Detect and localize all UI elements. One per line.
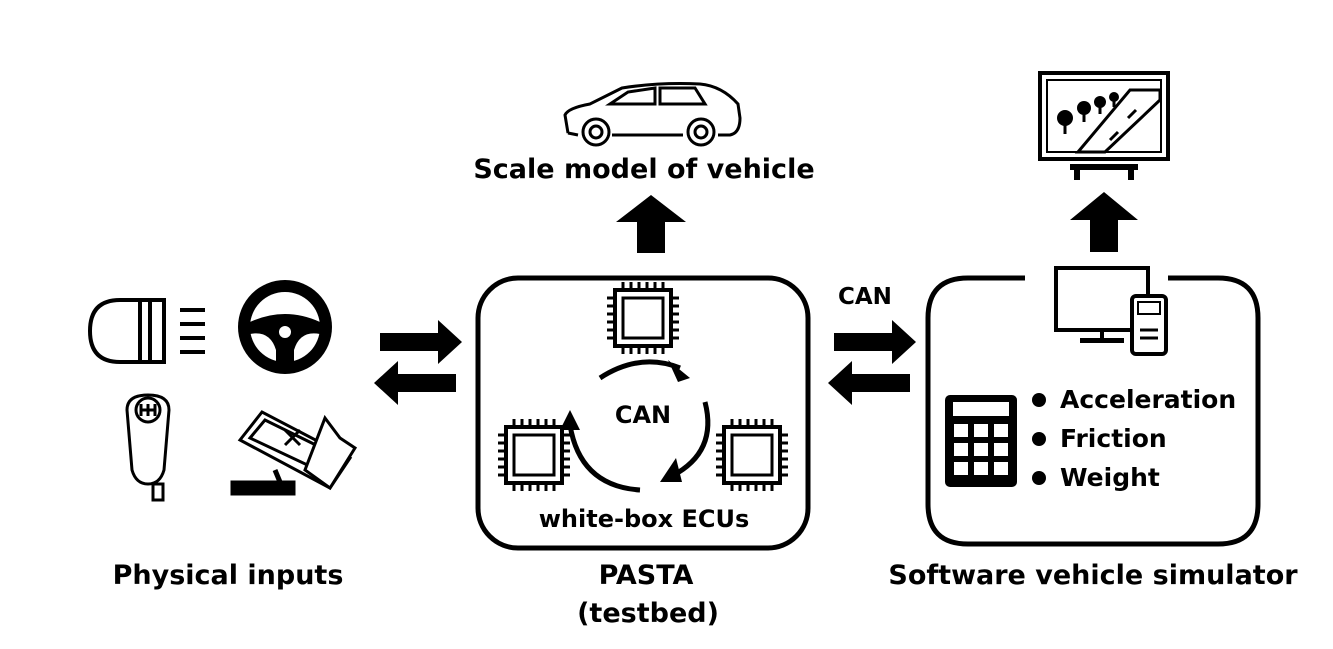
list-item: Weight — [1032, 458, 1236, 497]
bullet-icon — [1032, 431, 1046, 446]
steering-wheel-icon — [238, 280, 332, 374]
param-acceleration: Acceleration — [1060, 385, 1237, 414]
car-icon — [563, 82, 742, 147]
scale-model-label: Scale model of vehicle — [473, 154, 815, 185]
display-screen-icon — [1038, 71, 1170, 180]
list-item: Friction — [1032, 419, 1236, 458]
pasta-label: PASTA — [598, 560, 694, 591]
white-box-ecus-label: white-box ECUs — [538, 505, 750, 533]
ecu-chip-icon — [714, 417, 790, 493]
arrow-up-to-car — [616, 195, 686, 253]
bullet-icon — [1032, 470, 1046, 485]
arrow-up-to-display — [1070, 192, 1138, 252]
param-friction: Friction — [1060, 424, 1167, 453]
gear-shift-icon — [125, 393, 171, 502]
simulator-box — [925, 275, 1261, 547]
arrow-right-to-simulator — [834, 320, 916, 364]
arrow-left-from-pasta — [374, 361, 456, 405]
list-item: Acceleration — [1032, 380, 1236, 419]
pedal-icon — [230, 410, 358, 496]
can-cycle-arrowhead — [660, 458, 682, 482]
can-external-label: CAN — [838, 284, 892, 310]
simulator-param-list: Acceleration Friction Weight — [1032, 380, 1236, 497]
physical-inputs-label: Physical inputs — [112, 560, 344, 591]
computer-icon — [1054, 266, 1168, 356]
can-internal-label: CAN — [614, 401, 672, 429]
calculator-icon — [945, 395, 1017, 487]
headlight-icon — [87, 298, 205, 364]
param-weight: Weight — [1060, 463, 1160, 492]
arrow-left-from-simulator — [828, 361, 910, 405]
software-simulator-label: Software vehicle simulator — [888, 560, 1298, 591]
can-cycle-arrowhead — [668, 360, 690, 382]
can-cycle-arrowhead — [560, 410, 580, 430]
arrow-right-to-pasta — [380, 320, 462, 364]
bullet-icon — [1032, 392, 1046, 407]
testbed-label: (testbed) — [577, 598, 719, 629]
ecu-chip-icon — [605, 280, 681, 356]
ecu-chip-icon — [496, 417, 572, 493]
